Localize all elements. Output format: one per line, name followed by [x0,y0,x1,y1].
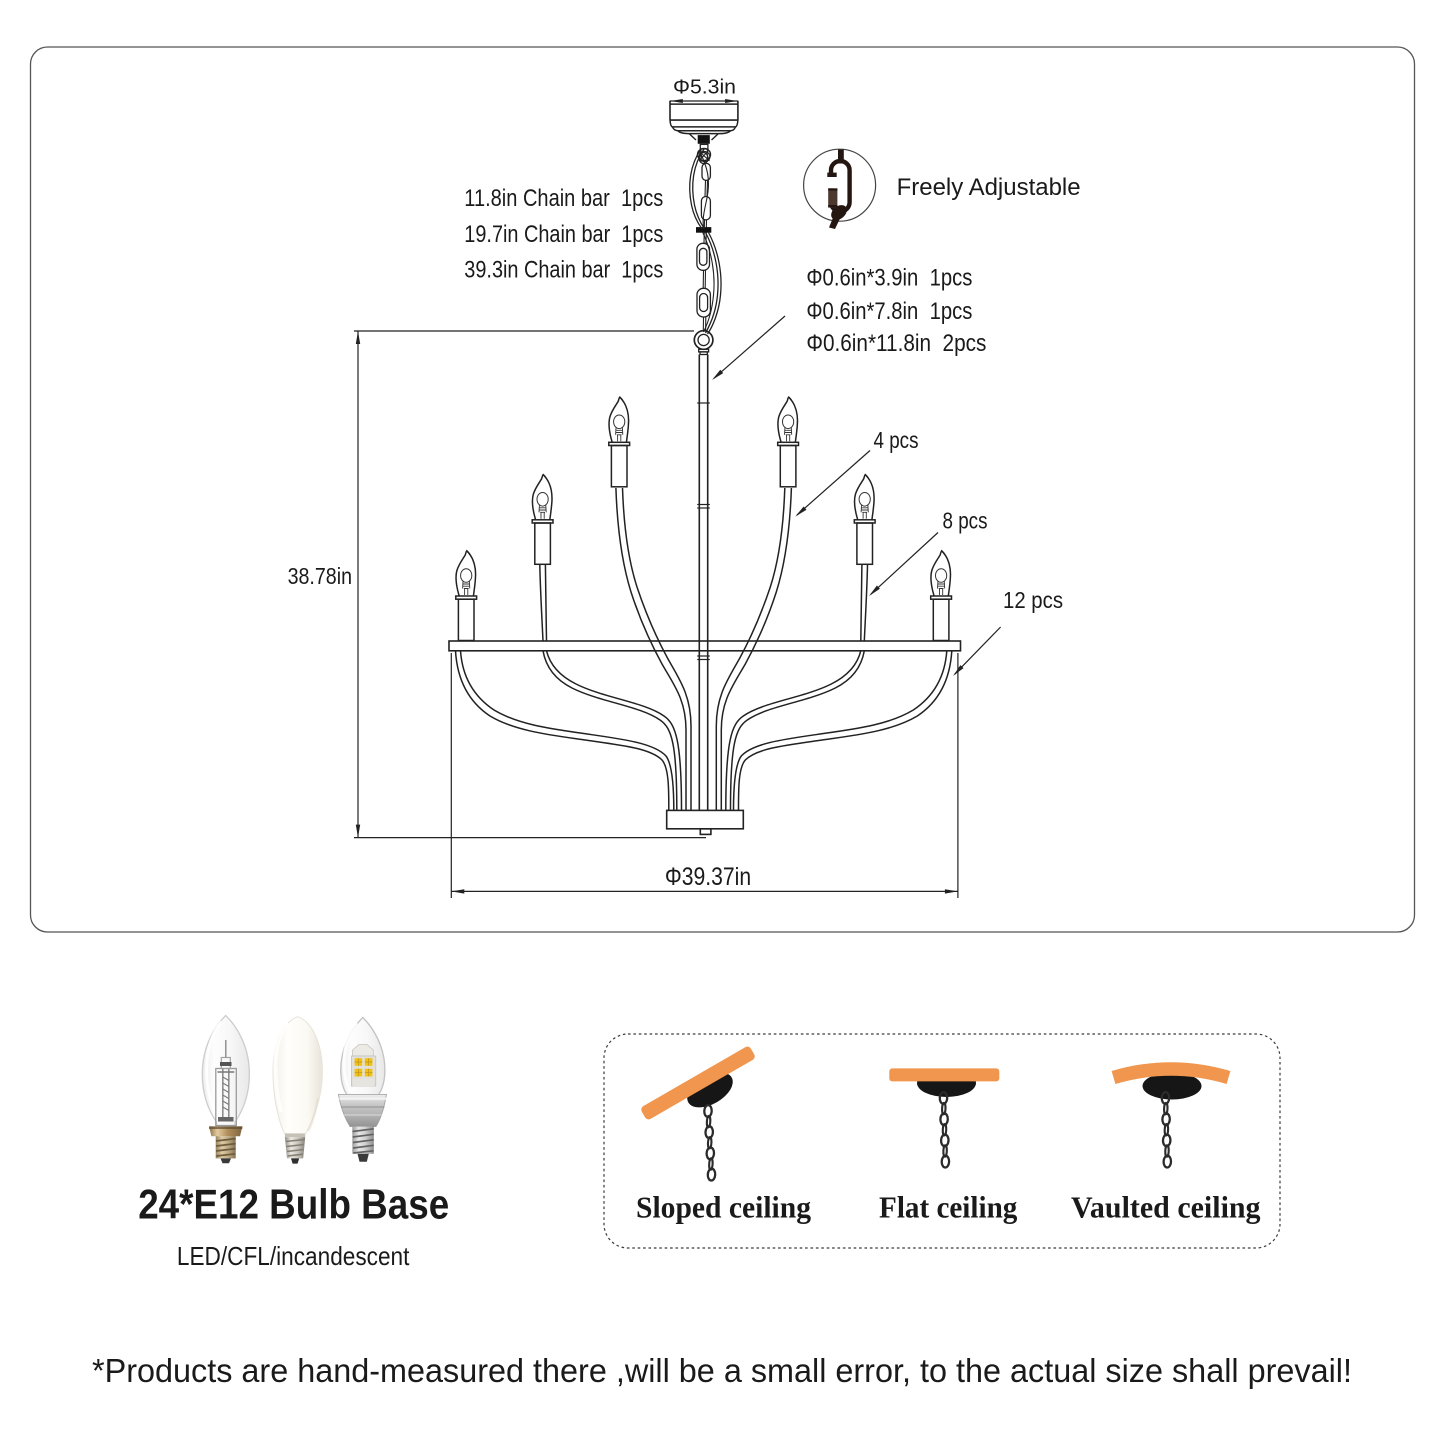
svg-text:LED/CFL/incandescent: LED/CFL/incandescent [177,1241,410,1271]
svg-text:Freely Adjustable: Freely Adjustable [897,174,1081,201]
svg-text:38.78in: 38.78in [288,563,352,589]
svg-text:Sloped ceiling: Sloped ceiling [636,1190,811,1225]
svg-text:24*E12 Bulb Base: 24*E12 Bulb Base [138,1181,449,1228]
svg-text:11.8in Chain bar 1pcs: 11.8in Chain bar 1pcs [464,185,663,212]
svg-text:Φ0.6in*3.9in 1pcs: Φ0.6in*3.9in 1pcs [806,265,972,292]
svg-text:*Products are hand-measured th: *Products are hand-measured there ,will … [92,1352,1352,1389]
svg-text:Vaulted ceiling: Vaulted ceiling [1071,1190,1261,1225]
svg-text:Flat ceiling: Flat ceiling [879,1190,1018,1225]
svg-text:Φ39.37in: Φ39.37in [665,863,751,891]
svg-text:Φ0.6in*11.8in 2pcs: Φ0.6in*11.8in 2pcs [806,330,986,357]
svg-text:4 pcs: 4 pcs [874,427,919,453]
svg-text:19.7in Chain bar 1pcs: 19.7in Chain bar 1pcs [464,221,663,248]
svg-text:39.3in Chain bar 1pcs: 39.3in Chain bar 1pcs [464,257,663,284]
svg-text:Φ5.3in: Φ5.3in [673,77,736,99]
svg-text:8 pcs: 8 pcs [943,507,988,533]
svg-text:12 pcs: 12 pcs [1003,587,1063,613]
svg-text:Φ0.6in*7.8in 1pcs: Φ0.6in*7.8in 1pcs [806,298,972,325]
